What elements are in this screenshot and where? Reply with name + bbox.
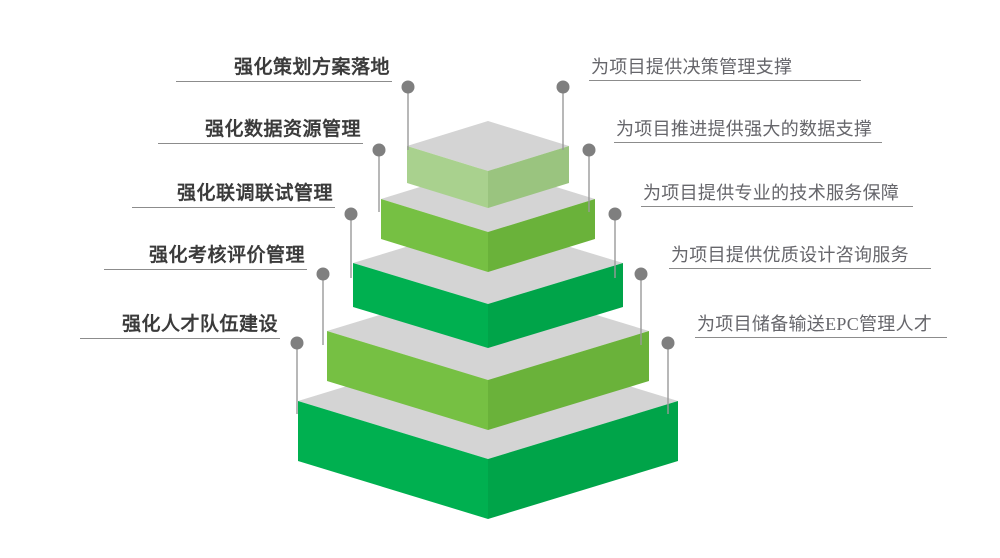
connector-left-3	[344, 207, 358, 278]
connector-left-4-dot[interactable]	[316, 267, 330, 281]
label-left-1-text: 强化策划方案落地	[233, 57, 390, 78]
layer-fourth-right-face	[488, 331, 649, 430]
label-left-2-rule	[158, 143, 363, 144]
connector-left-1-dot[interactable]	[401, 80, 415, 94]
layer-top-left-face	[407, 146, 488, 208]
connector-left-2-dot[interactable]	[372, 143, 386, 157]
label-left-5-rule	[80, 338, 280, 339]
label-right-4[interactable]: 为项目提供优质设计咨询服务	[669, 246, 931, 269]
connector-right-4	[634, 267, 648, 345]
connector-right-3-dot[interactable]	[608, 207, 622, 221]
label-left-1-rule	[176, 81, 392, 82]
connector-left-5	[290, 336, 304, 414]
label-left-3-text: 强化联调联试管理	[176, 183, 333, 204]
label-right-4-text: 为项目提供优质设计咨询服务	[671, 245, 909, 265]
label-left-4-text: 强化考核评价管理	[148, 245, 305, 266]
layer-second-right-face	[488, 199, 595, 272]
connector-left-5-dot[interactable]	[290, 336, 304, 350]
label-right-1-text: 为项目提供决策管理支撑	[591, 57, 793, 77]
connector-right-3	[608, 207, 622, 278]
pyramid-layer-top[interactable]	[407, 121, 569, 208]
layer-bottom-left-face	[298, 401, 488, 519]
layer-fourth-left-face	[327, 331, 488, 430]
connector-right-2-dot[interactable]	[582, 143, 596, 157]
label-right-5[interactable]: 为项目储备输送EPC管理人才	[695, 315, 947, 338]
label-right-3-text: 为项目提供专业的技术服务保障	[643, 183, 900, 203]
layer-third-right-face	[488, 263, 623, 348]
label-left-2[interactable]: 强化数据资源管理	[158, 120, 363, 144]
layer-top-right-face	[488, 146, 569, 208]
label-left-5[interactable]: 强化人才队伍建设	[80, 315, 280, 339]
label-right-3-rule	[641, 206, 913, 207]
label-right-4-rule	[669, 268, 931, 269]
layer-bottom-right-face	[488, 401, 678, 519]
label-left-4[interactable]: 强化考核评价管理	[104, 246, 307, 270]
label-right-2-text: 为项目推进提供强大的数据支撑	[616, 119, 873, 139]
connector-right-1	[556, 80, 570, 150]
label-right-5-rule	[695, 337, 947, 338]
connector-left-4	[316, 267, 330, 345]
connector-right-2	[582, 143, 596, 212]
label-right-1-rule	[589, 80, 861, 81]
connectors-left	[290, 80, 415, 414]
label-right-3[interactable]: 为项目提供专业的技术服务保障	[641, 184, 913, 207]
label-left-2-text: 强化数据资源管理	[204, 119, 361, 140]
layer-third-left-face	[353, 263, 488, 348]
label-left-3-rule	[132, 207, 335, 208]
label-right-2-rule	[614, 142, 882, 143]
label-right-2[interactable]: 为项目推进提供强大的数据支撑	[614, 120, 882, 143]
label-right-1[interactable]: 为项目提供决策管理支撑	[589, 58, 861, 81]
connectors-right	[556, 80, 675, 414]
connector-right-5-dot[interactable]	[661, 336, 675, 350]
label-left-5-text: 强化人才队伍建设	[121, 314, 278, 335]
connector-left-1	[401, 80, 415, 150]
label-left-3[interactable]: 强化联调联试管理	[132, 184, 335, 208]
connector-left-3-dot[interactable]	[344, 207, 358, 221]
connector-left-2	[372, 143, 386, 212]
label-left-4-rule	[104, 269, 307, 270]
connector-right-5	[661, 336, 675, 414]
label-right-5-text: 为项目储备输送EPC管理人才	[697, 314, 933, 334]
connector-right-1-dot[interactable]	[556, 80, 570, 94]
layer-second-left-face	[381, 199, 488, 272]
connector-right-4-dot[interactable]	[634, 267, 648, 281]
label-left-1[interactable]: 强化策划方案落地	[176, 58, 392, 82]
